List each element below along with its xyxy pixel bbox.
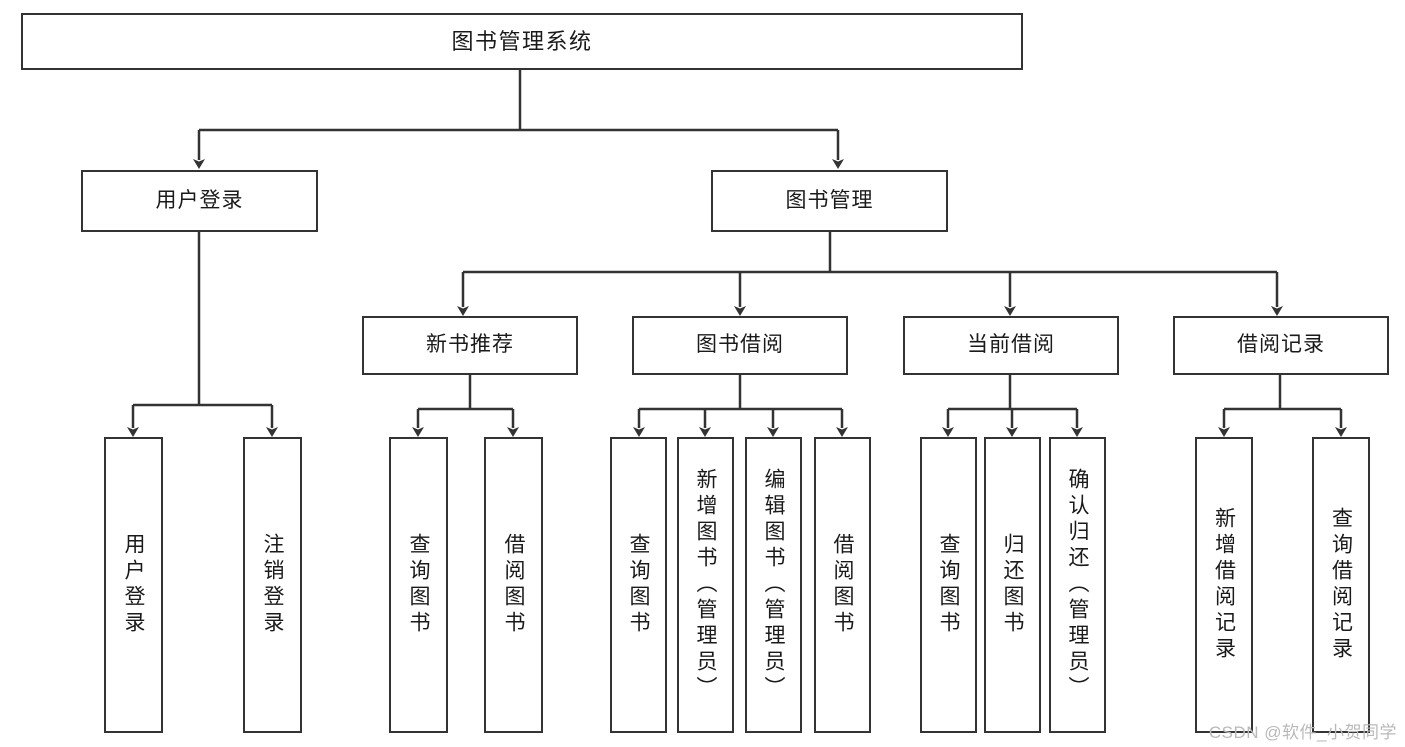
node-label: 查询图书 (627, 533, 650, 637)
node-label: 新增借阅记录 (1212, 507, 1236, 663)
node-leaf-borrow-borrow-book[interactable]: 借阅图书 (814, 437, 871, 733)
node-label: 用户登录 (155, 188, 244, 212)
node-book-borrow[interactable]: 图书借阅 (632, 316, 848, 375)
node-label: 确认归还（管理员） (1066, 468, 1089, 702)
node-leaf-borrow-add-book-admin[interactable]: 新增图书（管理员） (677, 437, 734, 733)
node-label: 图书管理 (785, 188, 874, 212)
node-leaf-current-return-book[interactable]: 归还图书 (984, 437, 1041, 733)
node-label: 图书管理系统 (451, 28, 593, 54)
node-borrow-record[interactable]: 借阅记录 (1173, 316, 1389, 375)
node-label: 归还图书 (1001, 533, 1024, 637)
node-leaf-current-query-book[interactable]: 查询图书 (920, 437, 977, 733)
node-label: 借阅图书 (831, 533, 854, 637)
node-label: 用户登录 (122, 533, 145, 637)
node-label: 新增图书（管理员） (694, 468, 717, 702)
node-label: 注销登录 (261, 533, 284, 637)
node-current-borrow[interactable]: 当前借阅 (903, 316, 1119, 375)
node-label: 编辑图书（管理员） (762, 468, 785, 702)
node-label: 查询图书 (407, 533, 430, 637)
node-new-book-recommend[interactable]: 新书推荐 (362, 316, 578, 375)
node-leaf-borrow-query-book[interactable]: 查询图书 (610, 437, 667, 733)
node-label: 查询借阅记录 (1329, 507, 1353, 663)
watermark-text: CSDN @软件_小贺同学 (1208, 723, 1397, 742)
node-label: 查询图书 (937, 533, 960, 637)
node-label: 新书推荐 (426, 333, 514, 357)
node-leaf-user-logout[interactable]: 注销登录 (243, 437, 302, 733)
node-leaf-recommend-query-book[interactable]: 查询图书 (389, 437, 448, 733)
node-leaf-user-login[interactable]: 用户登录 (104, 437, 163, 733)
node-user-login[interactable]: 用户登录 (81, 170, 318, 232)
node-leaf-recommend-borrow-book[interactable]: 借阅图书 (484, 437, 543, 733)
node-leaf-borrow-edit-book-admin[interactable]: 编辑图书（管理员） (745, 437, 802, 733)
node-book-management[interactable]: 图书管理 (711, 170, 948, 232)
node-leaf-record-query-record[interactable]: 查询借阅记录 (1312, 437, 1370, 733)
node-root-book-management-system[interactable]: 图书管理系统 (21, 13, 1023, 70)
node-leaf-record-add-record[interactable]: 新增借阅记录 (1195, 437, 1253, 733)
node-leaf-current-confirm-return-admin[interactable]: 确认归还（管理员） (1049, 437, 1106, 733)
node-label: 借阅图书 (502, 533, 525, 637)
node-label: 借阅记录 (1237, 333, 1325, 357)
node-label: 图书借阅 (696, 333, 784, 357)
node-label: 当前借阅 (967, 333, 1055, 357)
